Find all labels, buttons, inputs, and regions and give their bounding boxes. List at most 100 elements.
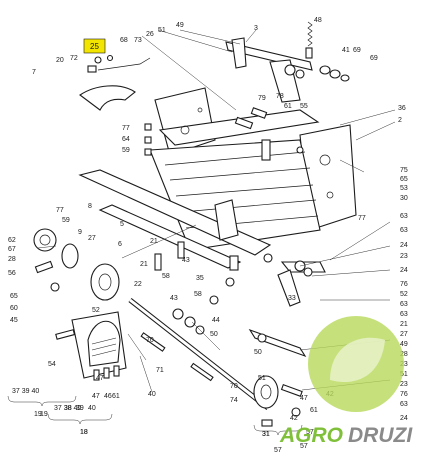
left-disc-assembly (33, 228, 120, 301)
callout-number: 18 (80, 429, 88, 436)
callout-number: 70 (230, 383, 238, 390)
callout-number: 62 (8, 237, 16, 244)
callout-number: 23 (400, 253, 408, 260)
highlight-box (83, 38, 106, 54)
callout-number: 40 (88, 405, 96, 412)
callout-number: 51 (258, 375, 266, 382)
callout-number: 31 (262, 431, 270, 438)
right-disc-assembly (253, 375, 303, 427)
callout-number: 41 (342, 47, 350, 54)
callout-number: 36 (398, 105, 406, 112)
bracket-mid-number: 18 (80, 429, 88, 436)
callout-number: 57 (300, 443, 308, 450)
callout-number: 65 (10, 293, 18, 300)
callout-number: 61 (310, 407, 318, 414)
callout-number: 30 (400, 195, 408, 202)
watermark: AGRO DRUZI (279, 316, 413, 447)
callout-number: 63 (400, 213, 408, 220)
callout-number: 44 (212, 317, 220, 324)
long-shaft (128, 298, 270, 410)
callout-number: 43 (170, 295, 178, 302)
callout-number: 24 (400, 242, 408, 249)
callout-number: 8 (88, 203, 92, 210)
callout-number: 64 (122, 136, 130, 143)
callout-number: 51 (158, 27, 166, 34)
callout-number: 68 (120, 37, 128, 44)
callout-number: 59 (62, 217, 70, 224)
center-bolts (154, 241, 239, 305)
bracket-left-parts: 37 39 40 (12, 388, 39, 395)
callout-number: 58 (194, 291, 202, 298)
callout-number: 58 (162, 273, 170, 280)
callout-number: 63 (400, 311, 408, 318)
callout-number: 24 (400, 267, 408, 274)
callout-number: 75 (400, 167, 408, 174)
callout-number: 43 (182, 257, 190, 264)
callout-number: 63 (400, 227, 408, 234)
callout-number: 78 (276, 93, 284, 100)
callout-number: 61 (284, 103, 292, 110)
callout-number: 6 (118, 241, 122, 248)
left-bolts (144, 123, 152, 156)
callout-number: 57 (306, 429, 314, 436)
callout-number: 2 (398, 117, 402, 124)
highlight-callout: 25 (83, 38, 106, 54)
callout-number: 23 (400, 381, 408, 388)
callout-number: 27 (88, 235, 96, 242)
callout-number: 50 (210, 331, 218, 338)
callout-number: 55 (300, 103, 308, 110)
callout-number: 61 (112, 393, 120, 400)
callout-number: 70 (146, 337, 154, 344)
bracket-right-number: 31 (262, 431, 270, 438)
highlight-label: 25 (90, 42, 99, 51)
callout-number: 45 (10, 317, 18, 324)
callout-number: 54 (48, 361, 56, 368)
callout-number: 63 (400, 301, 408, 308)
callout-number: 21 (150, 238, 158, 245)
callout-number: 7 (32, 69, 36, 76)
callout-number: 76 (400, 281, 408, 288)
callout-number: 63 (400, 401, 408, 408)
callout-number: 52 (400, 291, 408, 298)
callout-number: 79 (258, 95, 266, 102)
callout-number: 24 (400, 415, 408, 422)
top-shaft (225, 21, 350, 103)
main-frame (78, 87, 357, 269)
callout-number: 77 (56, 207, 64, 214)
callout-number: 67 (8, 246, 16, 253)
bracket-mid-parts: 37 38 40 (54, 405, 81, 412)
callout-number: 22 (134, 281, 142, 288)
callout-number: 71 (156, 367, 164, 374)
watermark-agro: AGRO (279, 424, 343, 447)
callout-number: 21 (140, 261, 148, 268)
callout-number: 77 (122, 125, 130, 132)
callout-number: 9 (78, 229, 82, 236)
callout-number: 60 (10, 305, 18, 312)
watermark-leaf-icon (330, 337, 385, 383)
callout-number: 74 (230, 397, 238, 404)
pin-group-right (234, 107, 304, 161)
callout-number: 28 (8, 256, 16, 263)
right-lever-assembly (248, 253, 326, 358)
callout-number: 5 (120, 221, 124, 228)
callout-number: 26 (146, 31, 154, 38)
bracket-right-parts: 57 (274, 447, 282, 454)
callout-number: 53 (400, 185, 408, 192)
callout-number: 47 (96, 375, 104, 382)
callout-number: 33 (288, 295, 296, 302)
callout-number: 46 (104, 393, 112, 400)
callout-number: 3 (254, 25, 258, 32)
callout-number: 65 (400, 176, 408, 183)
callout-number: 21 (400, 321, 408, 328)
callout-number: 38 (64, 405, 72, 412)
callout-number: 40 (148, 391, 156, 398)
callout-number: 69 (370, 55, 378, 62)
lever-assembly (79, 54, 151, 111)
callout-number: 73 (134, 37, 142, 44)
callout-number: 51 (400, 371, 408, 378)
callout-number: 35 (196, 275, 204, 282)
watermark-druzi: DRUZI (348, 424, 413, 447)
callout-number: 19 (34, 411, 42, 418)
